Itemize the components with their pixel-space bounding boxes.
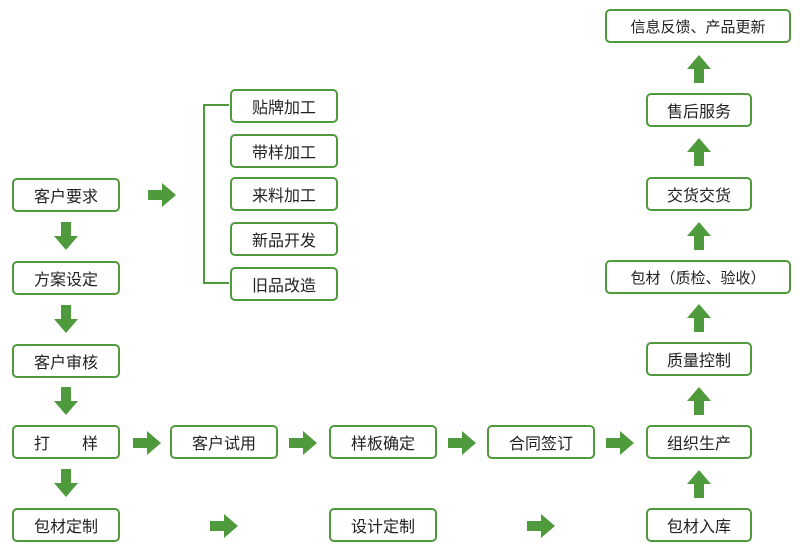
option-material-processing: 来料加工	[230, 177, 338, 211]
sample-making-label: 打 样	[33, 434, 98, 453]
box-organize-production: 组织生产	[646, 425, 752, 459]
arrow-right-icon	[606, 431, 634, 455]
arrow-down-icon	[54, 387, 78, 415]
box-quality-control: 质量控制	[646, 342, 752, 376]
box-contract-sign: 合同签订	[487, 425, 595, 459]
arrow-up-icon	[687, 470, 711, 498]
box-sample-making: 打 样	[12, 425, 120, 459]
box-sample-confirm: 样板确定	[329, 425, 437, 459]
option-oem-processing: 贴牌加工	[230, 89, 338, 123]
option-old-product-renovation: 旧品改造	[230, 267, 338, 301]
box-customer-trial: 客户试用	[170, 425, 278, 459]
options-bracket	[203, 104, 229, 284]
box-packaging-storage: 包材入库	[646, 508, 752, 542]
arrow-up-icon	[687, 304, 711, 332]
box-customer-review: 客户审核	[12, 344, 120, 378]
option-sample-processing: 带样加工	[230, 134, 338, 168]
box-plan-setting: 方案设定	[12, 261, 120, 295]
box-design-custom: 设计定制	[329, 508, 437, 542]
arrow-right-icon	[133, 431, 161, 455]
arrow-up-icon	[687, 138, 711, 166]
arrow-right-icon	[210, 514, 238, 538]
box-after-sales: 售后服务	[646, 93, 752, 127]
arrow-down-icon	[54, 222, 78, 250]
arrow-down-icon	[54, 469, 78, 497]
box-packaging-inspection: 包材（质检、验收）	[605, 260, 791, 294]
arrow-down-icon	[54, 305, 78, 333]
box-delivery: 交货交货	[646, 177, 752, 211]
box-packaging-custom: 包材定制	[12, 508, 120, 542]
arrow-right-icon	[448, 431, 476, 455]
box-feedback-update: 信息反馈、产品更新	[605, 9, 791, 43]
arrow-right-icon	[289, 431, 317, 455]
arrow-up-icon	[687, 55, 711, 83]
box-customer-request: 客户要求	[12, 178, 120, 212]
arrow-right-icon	[527, 514, 555, 538]
arrow-up-icon	[687, 222, 711, 250]
option-new-product-dev: 新品开发	[230, 222, 338, 256]
arrow-up-icon	[687, 387, 711, 415]
arrow-right-icon	[148, 183, 176, 207]
